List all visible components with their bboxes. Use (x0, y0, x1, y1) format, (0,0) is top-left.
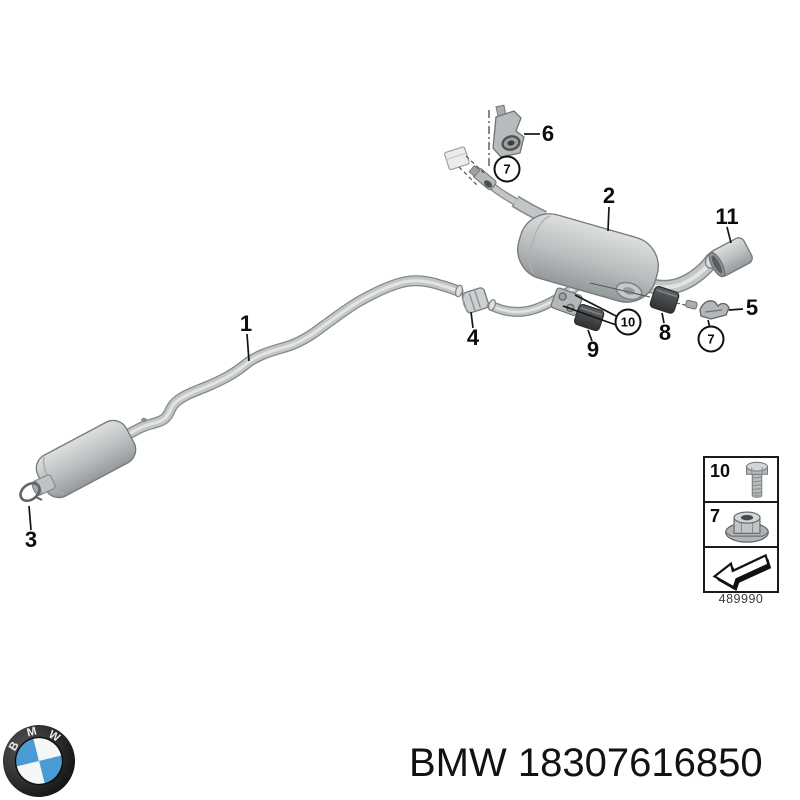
muffler-inlet-pipe (485, 179, 547, 223)
callout-5: 5 (745, 295, 759, 320)
part-number-title: BMW 18307616850 (409, 741, 763, 785)
gasket-ring (19, 481, 43, 503)
front-pipe (99, 275, 464, 454)
callout-8: 8 (658, 320, 672, 345)
rubber-mount-8 (649, 285, 680, 314)
diagram-code: 489990 (718, 592, 764, 606)
pin-dash-line (676, 302, 690, 307)
bolt-icon (746, 461, 768, 498)
connector-cube (444, 146, 470, 171)
callout-7-top: 7 (493, 155, 521, 183)
callout-11: 11 (715, 204, 739, 229)
roundel-quadrant-white-bl (16, 761, 45, 785)
hanger-bracket-5 (699, 300, 730, 320)
legend-row-direction (705, 548, 777, 591)
callout-2: 2 (602, 183, 616, 208)
roundel-quadrant-white-tr (33, 737, 62, 761)
legend-label-7: 7 (710, 506, 721, 526)
legend-label-10: 10 (710, 461, 731, 481)
callout-6: 6 (541, 121, 555, 146)
leader-lines (28, 133, 744, 531)
roundel-quadrant-blue-tl (15, 738, 39, 767)
rear-muffler (517, 213, 659, 303)
mount-link-line (589, 282, 651, 298)
legend-row-nut: 7 (705, 503, 777, 548)
pipe-hanger-bracket (550, 287, 583, 316)
callout-1: 1 (239, 311, 253, 336)
clamp-sleeve (461, 287, 490, 314)
callout-4: 4 (466, 325, 480, 350)
callout-7-bottom: 7 (697, 325, 725, 353)
callout-9: 9 (586, 337, 600, 362)
legend-row-bolt: 10 (705, 458, 777, 503)
sensor-boss (484, 180, 492, 188)
bmw-roundel-logo: B M W (3, 725, 75, 797)
flange-nut-icon (725, 510, 769, 543)
tailpipe-tip (708, 237, 753, 278)
rubber-mount-9 (573, 303, 605, 332)
mount-pin (685, 299, 698, 310)
hanger-bracket-6 (492, 104, 525, 158)
direction-arrow-icon (712, 553, 772, 591)
align-dash-line-2 (458, 166, 478, 186)
pipe-boss (141, 417, 147, 423)
callout-10: 10 (614, 308, 642, 336)
callout-3: 3 (24, 527, 38, 552)
hardware-legend: 10 7 (703, 456, 779, 593)
logo-letter-m: M (26, 725, 38, 739)
roundel-quadrant-blue-br (39, 755, 63, 784)
